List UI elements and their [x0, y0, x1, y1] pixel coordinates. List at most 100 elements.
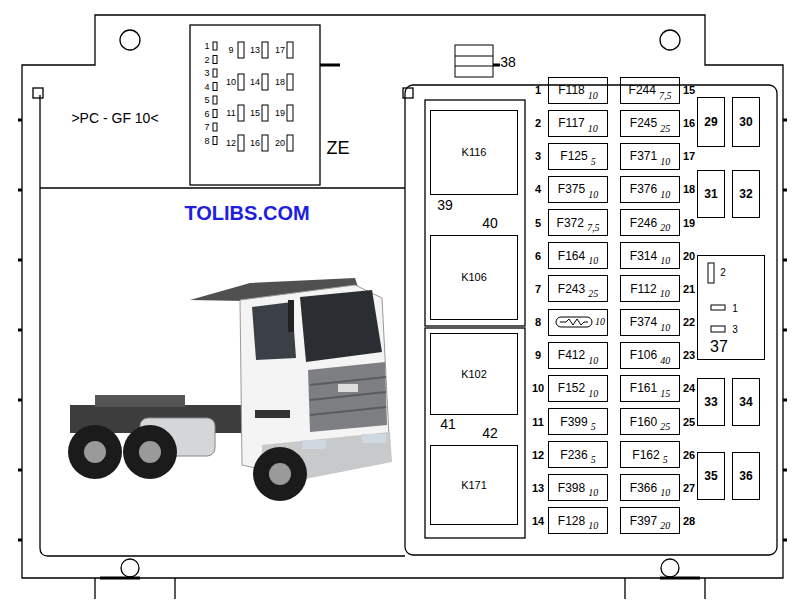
relay-socket: 32 [732, 170, 760, 218]
socket-number: 35 [704, 470, 717, 482]
pin-number: 3 [204, 69, 209, 78]
fuse-rating: 5 [591, 157, 596, 169]
fuse-code: F374 [630, 316, 657, 328]
fuse-box: F236 5 [548, 441, 608, 468]
pin [287, 105, 293, 121]
connector-housing [190, 25, 320, 185]
fuse-box: F24620 [620, 209, 680, 236]
pin [238, 42, 244, 58]
pin-number: 15 [250, 109, 260, 118]
fuse-rating: 25 [588, 289, 598, 301]
fuse-box: F11210 [620, 275, 680, 302]
relay-box: K171 [430, 445, 518, 525]
socket-number: 33 [704, 396, 717, 408]
callout-number: 5 [535, 217, 541, 228]
fuse-rating: 15 [660, 389, 670, 401]
callout-number: 19 [683, 217, 695, 228]
fuse-code: F372 [557, 217, 584, 229]
fuse-box: F16025 [620, 408, 680, 435]
pin-number: 18 [275, 78, 285, 87]
hub [269, 463, 291, 485]
socket-number: 32 [739, 188, 752, 200]
fuse-code: F118 [558, 84, 584, 96]
callout-number: 4 [535, 184, 541, 195]
pin [213, 123, 217, 131]
side-tab [18, 120, 787, 540]
callout-number: 18 [683, 184, 695, 195]
pin [287, 42, 293, 58]
badge [338, 384, 358, 392]
relay-socket: 21337 [697, 255, 765, 360]
relay-socket: 35 [697, 452, 725, 500]
fuse-rating: 10 [588, 91, 598, 103]
callout-number: 28 [683, 515, 695, 526]
callout-number: 14 [532, 515, 544, 526]
wheel [253, 447, 307, 501]
fuse-code: F398 [558, 482, 585, 494]
mounting-hole [660, 30, 680, 50]
pin [213, 69, 217, 77]
fuse-rating: 40 [660, 356, 670, 368]
grille-bars [310, 377, 386, 415]
pin-number: 1 [732, 304, 738, 314]
fuse-rating: 10 [588, 356, 598, 368]
fuse-code: F117 [558, 117, 584, 129]
callout-number: 13 [532, 482, 544, 493]
callout-number: 2 [535, 118, 541, 129]
pin-number: 11 [226, 109, 235, 118]
fuse-box: F37110 [620, 143, 680, 170]
relay-code: K171 [461, 480, 487, 491]
slot-38-box [455, 45, 493, 77]
fuse-code: F366 [630, 482, 657, 494]
callout-number: 9 [535, 350, 541, 361]
callout-number: 21 [683, 283, 695, 294]
fuse-code: F246 [630, 217, 657, 229]
relay-socket: 33 [697, 378, 725, 426]
callout-number: 25 [683, 416, 695, 427]
grille [308, 362, 387, 432]
callout-number: 6 [535, 250, 541, 261]
blade-fuse-element [560, 319, 588, 325]
fuse-code: F128 [558, 515, 585, 527]
fuse-box: F37610 [620, 176, 680, 203]
fuse-box: F15210 [548, 375, 608, 402]
connector-pins [213, 42, 293, 151]
fuse-rating: 10 [660, 157, 670, 169]
fuse-code: F236 [560, 449, 587, 461]
housing [18, 15, 787, 599]
mounting-ear [95, 578, 705, 599]
pin-number: 5 [204, 96, 209, 105]
pin-number: 3 [732, 325, 738, 335]
callout-number: 1 [535, 85, 541, 96]
fuse-rating: 5 [591, 455, 596, 467]
pin [213, 110, 217, 118]
fuse-rating: 25 [660, 124, 670, 136]
pin-number: 4 [204, 82, 209, 91]
slot-number: 38 [500, 55, 516, 69]
pin [262, 42, 268, 58]
pin [238, 105, 244, 121]
relay-box: K102 [430, 333, 518, 415]
fuse-rating: 10 [660, 488, 670, 500]
pin [711, 326, 725, 332]
fuse-box: F118 10 [548, 77, 608, 104]
relay-code: K116 [462, 147, 487, 158]
relay-frame [425, 100, 525, 326]
pin-number: 6 [204, 109, 209, 118]
mounting-hole [121, 559, 139, 577]
relay-position: 39 [437, 198, 453, 212]
blade-fuse-body [556, 317, 592, 327]
pin [262, 105, 268, 121]
fuse-code: F399 [560, 416, 587, 428]
fuse-rating: 10 [588, 256, 598, 268]
pin [213, 42, 217, 50]
wheel [68, 425, 122, 479]
pin-number: 20 [275, 139, 285, 148]
pin-number: 12 [226, 139, 236, 148]
fuse-box: F24525 [620, 110, 680, 137]
relay-position: 41 [440, 417, 456, 431]
fuse-box: F37410 [620, 309, 680, 336]
pin [262, 135, 268, 151]
callout-number: 17 [683, 151, 695, 162]
